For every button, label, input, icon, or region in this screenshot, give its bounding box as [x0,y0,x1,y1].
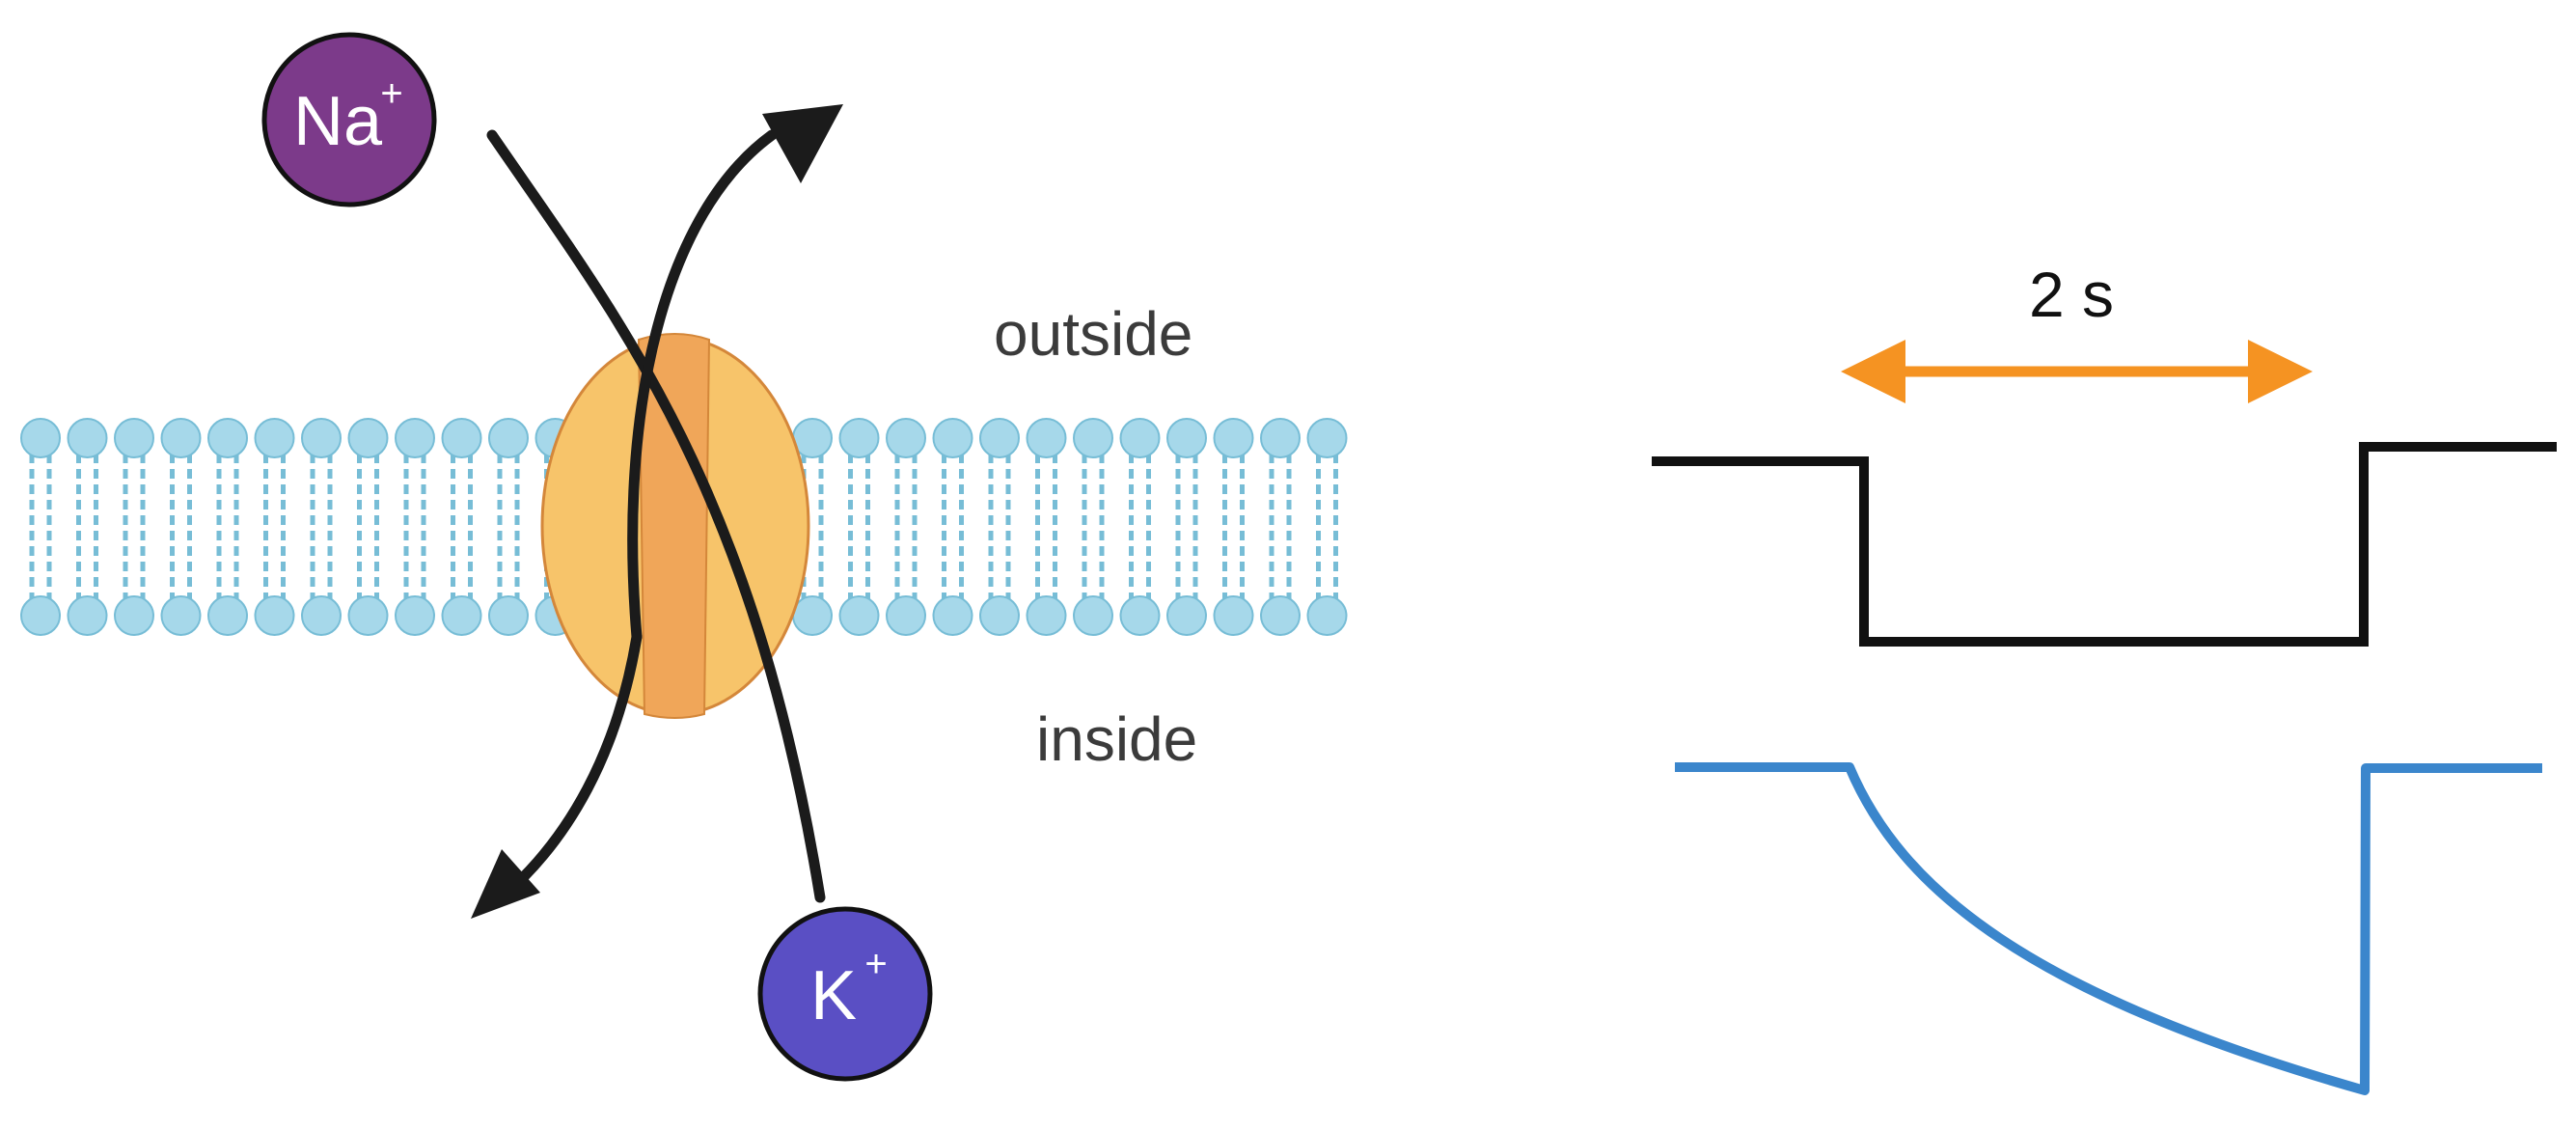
lipid-molecule [1261,419,1300,635]
sodium-ion: Na + [261,32,437,207]
voltage-step-trace [1652,442,2557,647]
outside-label: outside [994,299,1192,369]
lipid-molecule [1028,419,1066,635]
lipid-bilayer-right [793,419,1347,635]
potassium-ion: K + [757,906,933,1082]
lipid-molecule [1215,419,1253,635]
potassium-charge: + [864,943,887,985]
lipid-molecule [887,419,925,635]
lipid-bilayer-left [21,419,575,635]
lipid-molecule [1121,419,1160,635]
ion-channel [540,333,810,719]
inside-label: inside [1036,704,1197,774]
lipid-molecule [1308,419,1347,635]
lipid-molecule [489,419,528,635]
sodium-charge: + [380,72,402,115]
lipid-molecule [256,419,294,635]
lipid-molecule [302,419,341,635]
lipid-molecule [21,419,60,635]
lipid-molecule [162,419,201,635]
lipid-molecule [443,419,481,635]
lipid-molecule [208,419,247,635]
lipid-molecule [980,419,1019,635]
lipid-molecule [69,419,107,635]
sodium-efflux-arrow-head [471,631,643,919]
lipid-molecule [1167,419,1206,635]
lipid-molecule [396,419,434,635]
lipid-molecule [840,419,879,635]
lipid-molecule [349,419,388,635]
lipid-molecule [934,419,973,635]
sodium-influx-arrow [486,129,826,903]
duration-label: 2 s [2029,259,2114,330]
potassium-symbol: K [810,957,857,1034]
potassium-efflux-arrow [627,104,843,643]
lipid-molecule [115,419,153,635]
lipid-molecule [1074,419,1112,635]
current-response-trace [1675,762,2542,1095]
duration-arrow [1841,340,2313,403]
sodium-symbol: Na [293,83,383,160]
